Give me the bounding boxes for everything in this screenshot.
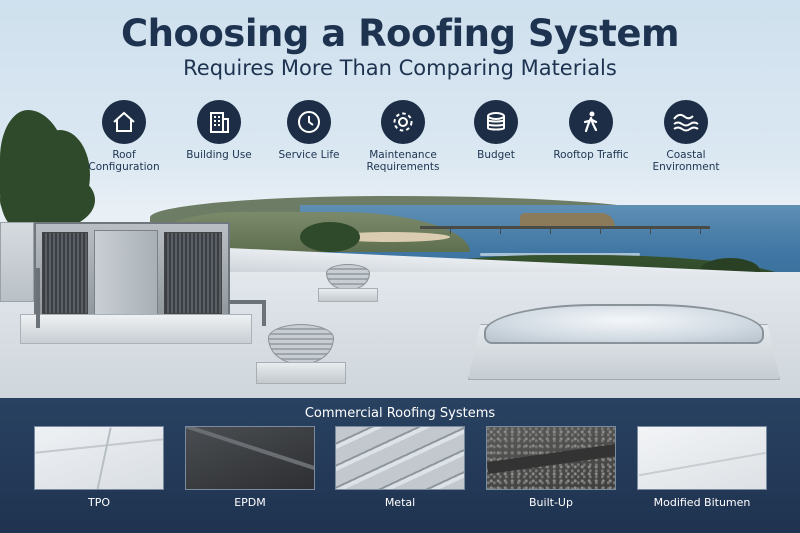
system-name: TPO xyxy=(87,496,110,509)
epdm-swatch xyxy=(185,426,315,490)
system-tpo: TPO xyxy=(34,426,164,509)
factor-label: Roof Configuration xyxy=(88,149,160,173)
hvac-curb xyxy=(20,314,252,344)
walking-person-icon xyxy=(569,100,613,144)
system-name: Built-Up xyxy=(529,496,573,509)
system-name: Modified Bitumen xyxy=(653,496,751,509)
built-up-swatch xyxy=(486,426,616,490)
waves-icon xyxy=(664,100,708,144)
skylight-dome xyxy=(468,300,780,382)
pier xyxy=(420,226,710,229)
conduit-pipe xyxy=(36,268,40,328)
building-icon xyxy=(197,100,241,144)
system-built-up: Built-Up xyxy=(486,426,616,509)
factor-coastal-environment: Coastal Environment xyxy=(638,100,734,173)
factor-label: Coastal Environment xyxy=(652,149,720,173)
clock-icon xyxy=(287,100,331,144)
page-title: Choosing a Roofing System xyxy=(120,12,680,55)
page-subtitle: Requires More Than Comparing Materials xyxy=(183,56,617,80)
rooftop-scene xyxy=(0,0,800,398)
factor-label: Building Use xyxy=(186,149,252,161)
budget-stack-icon xyxy=(474,100,518,144)
system-modified-bitumen: Modified Bitumen xyxy=(637,426,767,509)
factor-rooftop-traffic: Rooftop Traffic xyxy=(543,100,639,161)
panel-title: Commercial Roofing Systems xyxy=(304,406,496,421)
metal-swatch xyxy=(335,426,465,490)
hvac-unit xyxy=(34,222,230,322)
gear-icon xyxy=(381,100,425,144)
roofing-systems-panel: Commercial Roofing Systems TPO EPDM Meta… xyxy=(0,398,800,533)
factor-label: Service Life xyxy=(278,149,340,161)
factor-list: Roof Configuration Building Use Service … xyxy=(76,100,748,180)
roof-vent-front xyxy=(254,322,348,388)
sea-cliff xyxy=(520,213,615,227)
factor-label: Budget xyxy=(477,149,515,161)
modified-bitumen-swatch xyxy=(637,426,767,490)
beach xyxy=(330,232,450,242)
rooftop-equipment-box xyxy=(0,222,34,302)
tpo-swatch xyxy=(34,426,164,490)
system-epdm: EPDM xyxy=(185,426,315,509)
factor-service-life: Service Life xyxy=(261,100,357,161)
factor-maintenance-requirements: Maintenance Requirements xyxy=(355,100,451,173)
system-name: EPDM xyxy=(234,496,266,509)
roofing-system-list: TPO EPDM Metal Built-Up Modified Bitumen xyxy=(0,426,800,526)
roof-vent-back xyxy=(316,262,380,306)
system-metal: Metal xyxy=(335,426,465,509)
factor-label: Maintenance Requirements xyxy=(366,149,440,173)
factor-roof-configuration: Roof Configuration xyxy=(76,100,172,173)
house-icon xyxy=(102,100,146,144)
system-name: Metal xyxy=(384,496,416,509)
factor-building-use: Building Use xyxy=(171,100,267,161)
factor-label: Rooftop Traffic xyxy=(553,149,629,161)
factor-budget: Budget xyxy=(448,100,544,161)
